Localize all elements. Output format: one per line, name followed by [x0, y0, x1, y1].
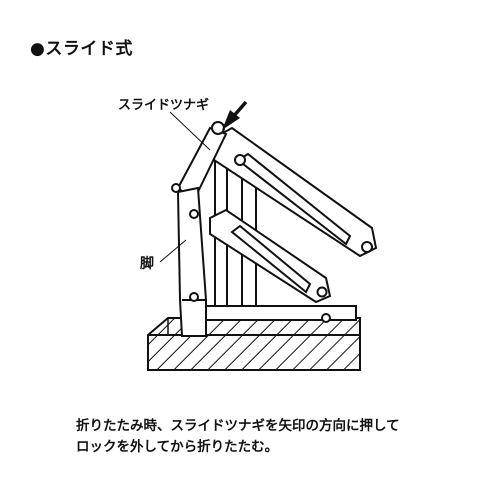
instruction-caption: 折りたたみ時、スライドツナギを矢印の方向に押して ロックを外してから折りたたむ。: [76, 416, 496, 458]
section-heading: ●スライド式: [30, 39, 133, 59]
caption-line-2: ロックを外してから折りたたむ。: [76, 439, 279, 455]
slide-joint-leader: [169, 111, 211, 151]
leg-leader: [159, 239, 187, 263]
lower-slide-arm: [209, 208, 332, 304]
bottom-rail: [205, 305, 357, 323]
push-direction-arrow: [222, 100, 248, 130]
leg-post: [176, 186, 207, 337]
upper-slide-arm: [213, 126, 378, 258]
base-block: [147, 317, 361, 371]
leg-label: 脚: [140, 256, 154, 272]
slide-joint-label: スライドツナギ: [118, 97, 209, 113]
caption-line-1: 折りたたみ時、スライドツナギを矢印の方向に押して: [76, 418, 400, 434]
